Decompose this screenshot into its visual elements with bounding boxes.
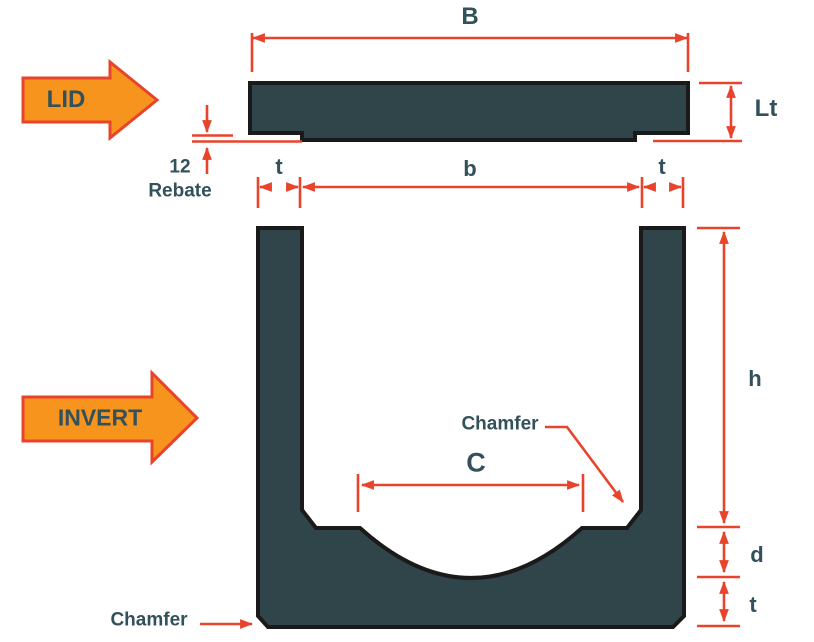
dim-d [697,530,740,579]
dim-B [250,33,690,72]
dim-label-t-left: t [275,154,283,179]
dim-C [356,474,585,512]
invert-arrow-icon [21,369,200,466]
chamfer-inner-label: Chamfer [461,413,539,435]
lid-arrow-icon [21,58,160,142]
dim-t-right [640,177,685,208]
rebate-label: Rebate [148,180,212,202]
lid-cross-section [248,81,690,142]
rebate-value: 12 [169,156,191,178]
chamfer-outer-label: Chamfer [110,609,188,631]
dim-t-bottom [697,580,740,628]
invert-cross-section [256,226,686,629]
dim-label-Lt: Lt [754,95,778,122]
dim-Lt [653,81,742,143]
invert-arrow-label: INVERT [57,404,143,431]
dim-label-h: h [748,366,762,391]
dim-rebate [192,105,302,174]
dim-h [697,226,740,529]
dim-t-left [256,177,302,208]
dim-label-C: C [466,447,486,478]
dim-label-d: d [750,542,764,567]
lid-arrow-label: LID [46,86,86,113]
leader-chamfer-inner [545,425,625,503]
dim-label-B: B [461,3,479,30]
dim-label-t-right: t [658,154,666,179]
dim-label-t-bottom: t [749,592,757,617]
dim-label-b: b [463,156,477,181]
